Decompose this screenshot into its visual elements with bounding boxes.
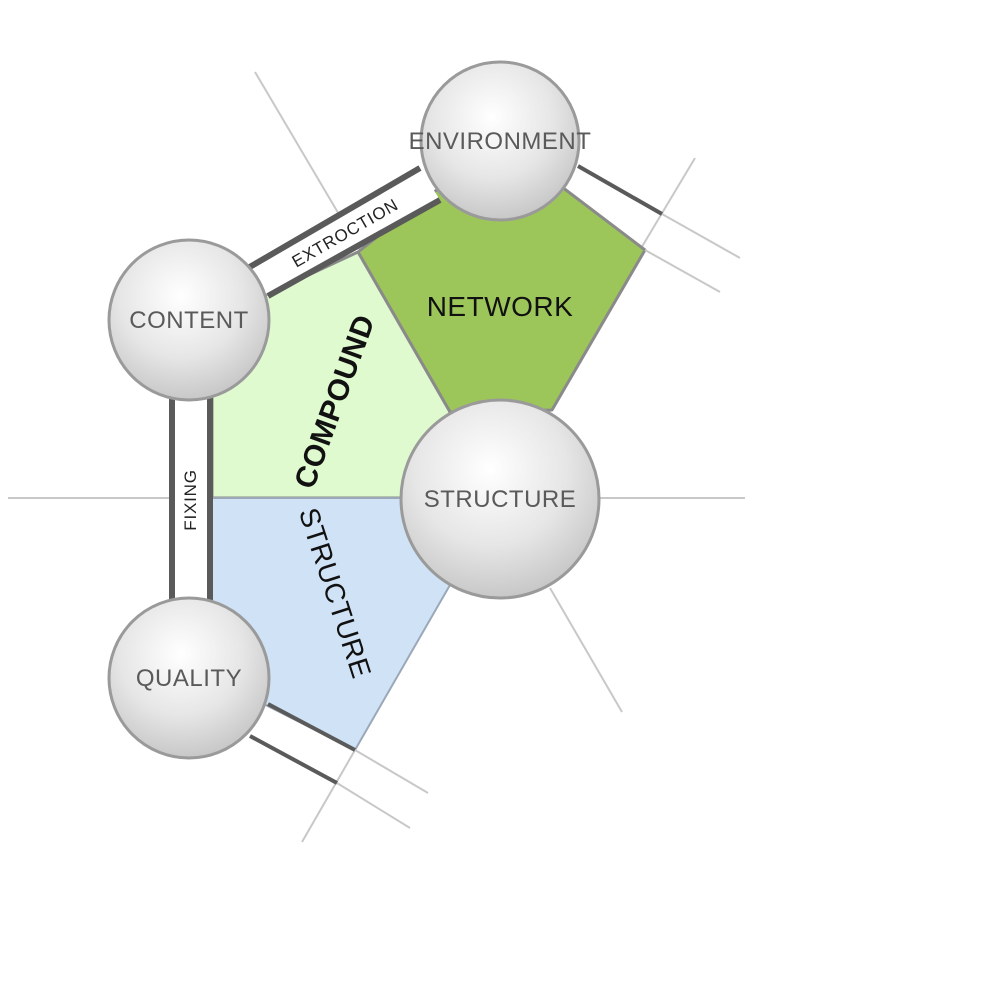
environment-node xyxy=(419,60,581,222)
fixing-band xyxy=(169,398,213,604)
quality-bottom-band xyxy=(249,702,429,829)
fixing-label: FIXING xyxy=(181,469,200,530)
quality-node xyxy=(107,596,271,760)
extraction-band xyxy=(246,165,442,299)
content-node xyxy=(107,238,271,402)
network-region-label: NETWORK xyxy=(427,291,574,322)
structure-node-label: STRUCTURE xyxy=(424,486,577,513)
guide-line xyxy=(301,749,356,843)
guide-line xyxy=(549,587,623,713)
guide-line xyxy=(639,157,696,251)
environment-right-band xyxy=(577,164,741,293)
content-node-label: CONTENT xyxy=(129,307,249,334)
environment-node-label: ENVIRONMENT xyxy=(409,128,592,155)
structure-node xyxy=(399,398,601,600)
quality-node-label: QUALITY xyxy=(136,665,242,692)
